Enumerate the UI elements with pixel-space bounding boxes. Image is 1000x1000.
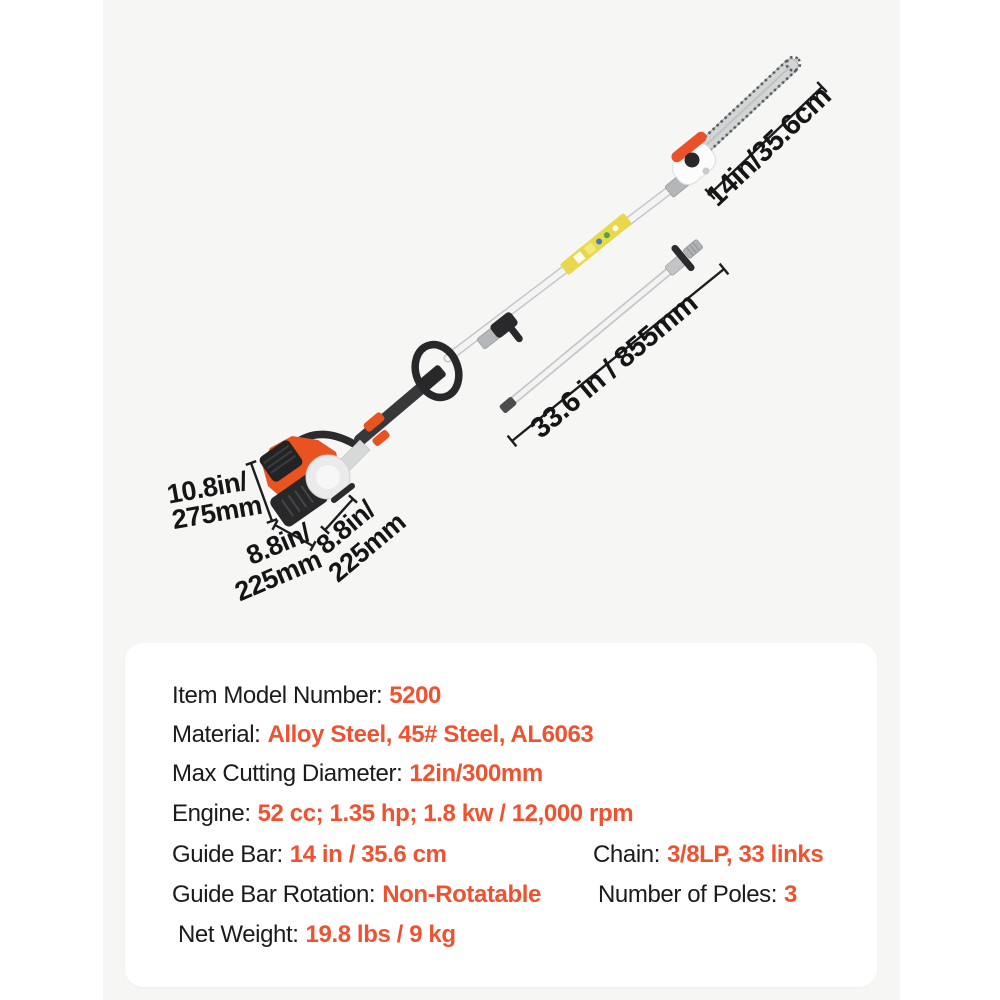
spec-label: Material: (172, 721, 261, 748)
spec-label: Item Model Number: (172, 682, 383, 709)
spec-row-guide-bar: Guide Bar:14 in / 35.6 cm (172, 839, 447, 871)
spec-row-engine: Engine:52 cc; 1.35 hp; 1.8 kw / 12,000 r… (172, 798, 634, 830)
spec-value: 52 cc; 1.35 hp; 1.8 kw / 12,000 rpm (257, 800, 634, 827)
spec-value: 19.8 lbs / 9 kg (305, 921, 456, 948)
spec-row-bar-rotation: Guide Bar Rotation:Non-Rotatable (172, 879, 541, 911)
spec-panel: Item Model Number:5200 Material:Alloy St… (125, 643, 877, 987)
spec-row-net-weight: Net Weight:19.8 lbs / 9 kg (178, 919, 456, 951)
spec-label: Engine: (172, 800, 251, 827)
spec-label: Guide Bar: (172, 841, 283, 868)
spec-row-model: Item Model Number:5200 (172, 680, 441, 712)
spec-row-material: Material:Alloy Steel, 45# Steel, AL6063 (172, 719, 594, 751)
spec-label: Net Weight: (178, 921, 299, 948)
spec-row-cutting-diameter: Max Cutting Diameter:12in/300mm (172, 758, 543, 790)
spec-label: Number of Poles: (598, 881, 778, 908)
spec-label: Max Cutting Diameter: (172, 760, 403, 787)
spec-value: 14 in / 35.6 cm (289, 841, 447, 868)
spec-label: Chain: (593, 841, 660, 868)
spec-value: 3/8LP, 33 links (666, 841, 824, 868)
spec-value: Non-Rotatable (382, 881, 541, 908)
spec-value: 3 (784, 881, 797, 908)
spec-value: Alloy Steel, 45# Steel, AL6063 (267, 721, 594, 748)
spec-row-chain: Chain:3/8LP, 33 links (593, 839, 824, 871)
spec-label: Guide Bar Rotation: (172, 881, 376, 908)
spec-value: 5200 (389, 682, 442, 709)
spec-value: 12in/300mm (409, 760, 543, 787)
spec-row-number-of-poles: Number of Poles:3 (598, 879, 797, 911)
